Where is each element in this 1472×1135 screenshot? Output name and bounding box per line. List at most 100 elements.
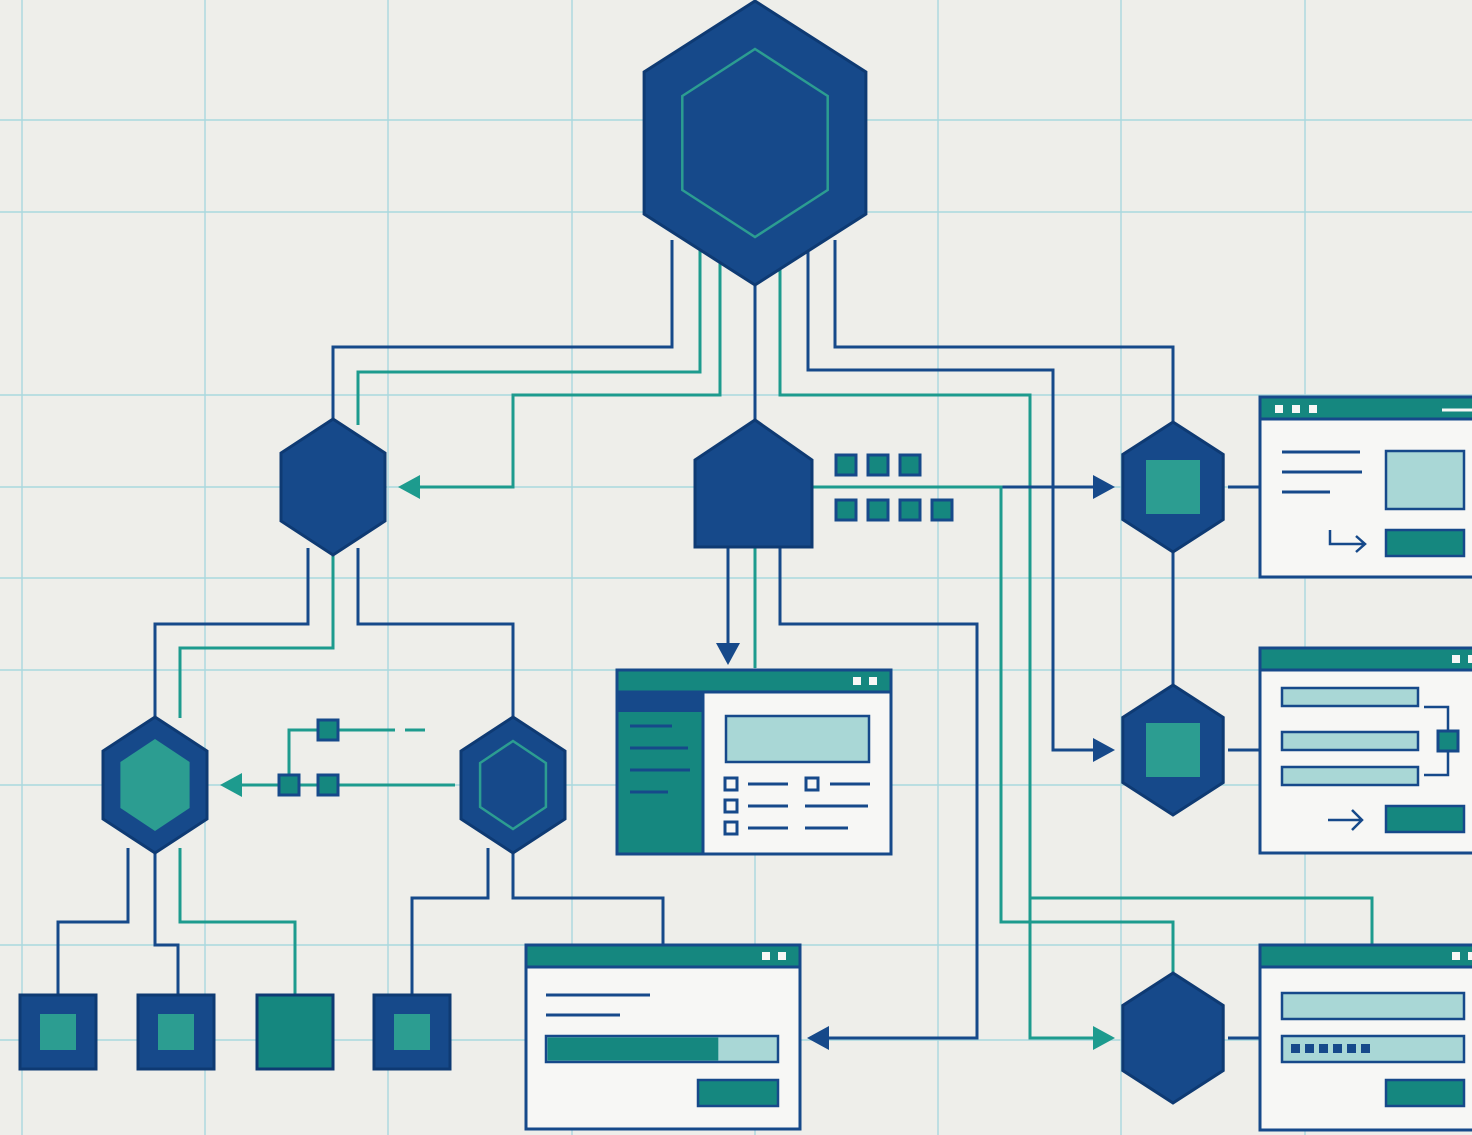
leaf-square-inner bbox=[394, 1014, 430, 1050]
window-dot bbox=[1309, 405, 1317, 413]
right-window-1 bbox=[1258, 395, 1472, 579]
center-window bbox=[615, 668, 893, 856]
input-field bbox=[1280, 991, 1466, 1021]
connector-mid-bottom-window bbox=[511, 848, 665, 945]
arrow-right-icon bbox=[1093, 738, 1115, 762]
connector-right-window3 bbox=[1030, 896, 1374, 945]
arrow-left-icon bbox=[807, 1026, 829, 1050]
status-dot bbox=[834, 498, 858, 522]
leaf-square-inner bbox=[40, 1014, 76, 1050]
window-dot bbox=[1292, 405, 1300, 413]
checkbox bbox=[723, 776, 739, 792]
status-dot bbox=[898, 498, 922, 522]
branch-small-square bbox=[316, 718, 340, 742]
branch-small-square bbox=[277, 773, 301, 797]
arrow-right-icon bbox=[1093, 475, 1115, 499]
window-dot bbox=[1452, 655, 1460, 663]
connector-root-lower-right bbox=[778, 240, 1110, 1040]
checkbox bbox=[723, 798, 739, 814]
arrow-down-icon bbox=[716, 643, 740, 665]
window-titlebar bbox=[1258, 943, 1472, 969]
root-hexagon bbox=[642, 0, 868, 287]
branch-center-node bbox=[693, 418, 814, 549]
bottom-window bbox=[524, 943, 802, 1131]
next-button bbox=[1384, 804, 1466, 834]
root-inner-hexagon bbox=[681, 47, 829, 239]
field-row bbox=[1280, 730, 1420, 752]
ui-windows bbox=[524, 395, 1472, 1132]
progress-fill bbox=[547, 1037, 719, 1061]
diagram-nodes bbox=[18, 0, 1225, 1105]
window-dot bbox=[1452, 952, 1460, 960]
connector-lines bbox=[56, 240, 1374, 1050]
connector-left-middle bbox=[356, 548, 515, 718]
connector-root-left-arrow bbox=[405, 240, 722, 489]
password-dot bbox=[1333, 1044, 1342, 1053]
window-dot bbox=[778, 952, 786, 960]
status-dot bbox=[930, 498, 954, 522]
connector-leaf-square2 bbox=[153, 848, 180, 995]
password-dot bbox=[1305, 1044, 1314, 1053]
connector-left-leaf bbox=[153, 548, 310, 718]
password-dot bbox=[1361, 1044, 1370, 1053]
right-window-2 bbox=[1258, 646, 1472, 855]
window-dot bbox=[1275, 405, 1283, 413]
arrow-left-icon bbox=[220, 773, 242, 797]
field-row bbox=[1280, 765, 1420, 787]
leaf-square bbox=[255, 993, 335, 1071]
login-button bbox=[1384, 1078, 1466, 1108]
window-dot bbox=[853, 677, 861, 685]
window-image-placeholder bbox=[724, 714, 871, 764]
connector-root-left-teal bbox=[356, 240, 702, 425]
branch-left-hexagon bbox=[279, 417, 387, 557]
connector-leaf-square3 bbox=[178, 848, 297, 995]
leaf-middle-hexagon bbox=[459, 715, 567, 855]
window-titlebar bbox=[524, 943, 802, 969]
field-row bbox=[1280, 686, 1420, 708]
connector-left-leaf-teal bbox=[178, 548, 335, 718]
window-dot bbox=[1468, 952, 1472, 960]
leaf-square-inner bbox=[158, 1014, 194, 1050]
password-dot bbox=[1291, 1044, 1300, 1053]
arrow-left-icon bbox=[398, 475, 420, 499]
connector-root-middle-right bbox=[806, 240, 1110, 752]
connector-root-right bbox=[833, 240, 1175, 425]
branch-right-lower-hexagon bbox=[1121, 971, 1225, 1105]
return-arrow-icon bbox=[1328, 530, 1367, 553]
leaf-middle-inner-hexagon bbox=[478, 739, 548, 831]
connector-leaf-square1 bbox=[56, 848, 130, 995]
action-button bbox=[1384, 528, 1466, 558]
right-window-3 bbox=[1258, 943, 1472, 1132]
connector-center-bottom-window bbox=[778, 547, 979, 1040]
submit-button bbox=[696, 1078, 780, 1108]
bracket-connector bbox=[1424, 705, 1450, 777]
window-sidebar-header bbox=[617, 692, 703, 712]
window-dot bbox=[869, 677, 877, 685]
branch-right-upper-square bbox=[1146, 460, 1200, 514]
arrow-right-icon bbox=[1328, 809, 1364, 831]
arrow-right-icon bbox=[1093, 1026, 1115, 1050]
window-titlebar bbox=[615, 668, 893, 694]
branch-small-square bbox=[316, 773, 340, 797]
image-placeholder bbox=[1384, 449, 1466, 511]
branch-right-middle-square bbox=[1146, 723, 1200, 777]
window-titlebar bbox=[1258, 395, 1472, 421]
status-dot bbox=[866, 498, 890, 522]
password-dot bbox=[1319, 1044, 1328, 1053]
checkbox bbox=[723, 820, 739, 836]
window-titlebar bbox=[1258, 646, 1472, 672]
window-sidebar bbox=[615, 690, 705, 856]
leaf-left-inner-hexagon bbox=[120, 739, 190, 831]
status-dot bbox=[866, 453, 890, 477]
connector-mid-square4 bbox=[410, 848, 490, 995]
password-dot bbox=[1347, 1044, 1356, 1053]
status-dot bbox=[898, 453, 922, 477]
window-dot bbox=[1468, 655, 1472, 663]
status-dot bbox=[834, 453, 858, 477]
window-dot bbox=[762, 952, 770, 960]
connector-center-lower bbox=[812, 485, 1175, 978]
connector-root-left bbox=[331, 240, 674, 425]
bracket-node bbox=[1436, 729, 1460, 753]
leaf-square bbox=[372, 993, 452, 1071]
